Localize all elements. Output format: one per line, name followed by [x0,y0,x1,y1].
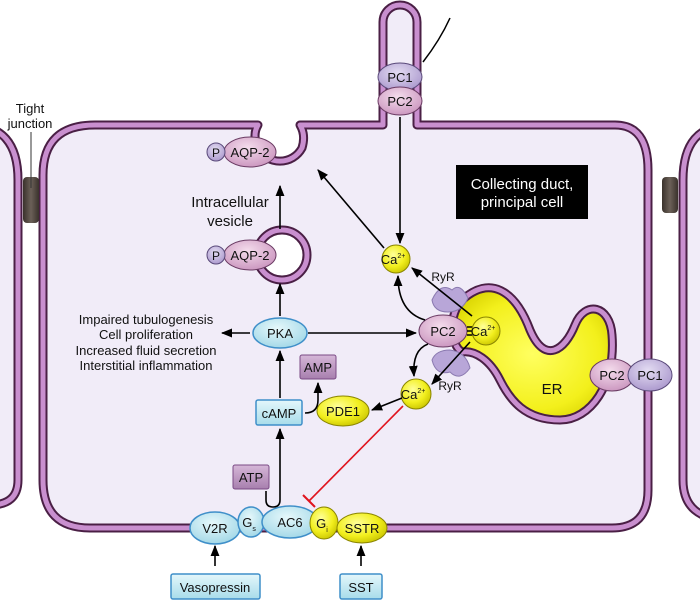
pde1-node [316,395,370,427]
tight-junction-left [23,177,39,223]
vasopressin-box [170,573,261,600]
vesicle-label-2: vesicle [207,213,253,230]
neighbor-cell-left [0,128,23,509]
arrow-ca-pde1 [370,397,403,411]
aqp2-vesicle: AQP-2 P [206,239,277,271]
aqp2-vesicle-label: AQP-2 [230,248,269,263]
arrow-pde1-amp [304,381,323,414]
gi-label: Gi [316,516,328,534]
tight-junction-label-1: Tight [16,101,45,116]
sst-label: SST [348,580,373,595]
pc2-er-label: PC2 [430,324,455,339]
principal-cell [38,0,653,533]
title-line-2: principal cell [481,194,564,211]
phospho-label-2: P [212,249,220,263]
ac6-label: AC6 [277,515,302,530]
effect-item: Impaired tubulogenesis [79,312,214,327]
neighbor-cell-right [678,128,700,519]
ca-er-label: Ca2+ [471,324,496,339]
ca-top-label: Ca2+ [381,252,406,267]
arrow-ryr-ca-top [411,267,473,317]
amp-label: AMP [304,360,332,375]
arrow-pc2-ca-low [408,343,429,378]
ca-top-node [381,244,411,274]
tight-junction-right [662,177,678,213]
ca-er-node [471,316,501,346]
cilium-line [422,17,451,63]
vesicle-label-1: Intracellular [191,194,269,211]
arrow-pc2-ca-top [393,274,426,321]
arrow-ca-membrane [317,169,385,249]
sstr-node [336,512,388,544]
cilium-polycystin-complex: PC1 PC2 [377,62,423,116]
arrow-ryr-ca-low [431,341,471,385]
title-box: Collecting duct, principal cell [456,165,588,219]
er-label: ER [542,381,563,398]
sstr-label: SSTR [345,521,380,536]
membrane-receptor-complex: V2R Gs AC6 Gi SSTR [189,505,388,545]
ryr-top-label: RyR [431,270,455,284]
camp-box [255,399,303,426]
atp-label: ATP [239,470,263,485]
inhibition-ca-ac6 [302,405,404,508]
pde1-label: PDE1 [326,404,360,419]
pathway-arrows [210,117,473,566]
tight-junction-label-2: junction [7,116,53,131]
effect-item: Increased fluid secretion [76,343,217,358]
phospho-label-1: P [212,146,220,160]
effect-item: Interstitial inflammation [80,358,213,373]
pka-label: PKA [267,326,293,341]
cilium-pc2-label: PC2 [387,94,412,109]
aqp2-membrane: AQP-2 P [206,136,277,168]
camp-label: cAMP [262,406,297,421]
vasopressin-label: Vasopressin [180,580,251,595]
ca-low-node [400,378,432,410]
arrow-atp-camp [265,427,285,508]
aqp2-membrane-label: AQP-2 [230,145,269,160]
effect-item: Cell proliferation [99,327,193,342]
sst-box [339,573,383,600]
ryr-bottom-label: RyR [438,379,462,393]
er-pc2-label: PC2 [599,368,624,383]
pka-effects-list: Impaired tubulogenesis Cell proliferatio… [76,312,217,373]
amp-box [299,354,337,380]
ca-low-label: Ca2+ [401,387,426,402]
cilium-pc1-label: PC1 [387,70,412,85]
gs-label: Gs [242,515,256,533]
title-line-1: Collecting duct, [471,176,574,193]
pka-node [252,317,308,349]
er-polycystin-complex: PC2 PC1 [589,358,673,392]
atp-box [232,464,270,490]
er-pc1-label: PC1 [637,368,662,383]
v2r-label: V2R [202,521,227,536]
